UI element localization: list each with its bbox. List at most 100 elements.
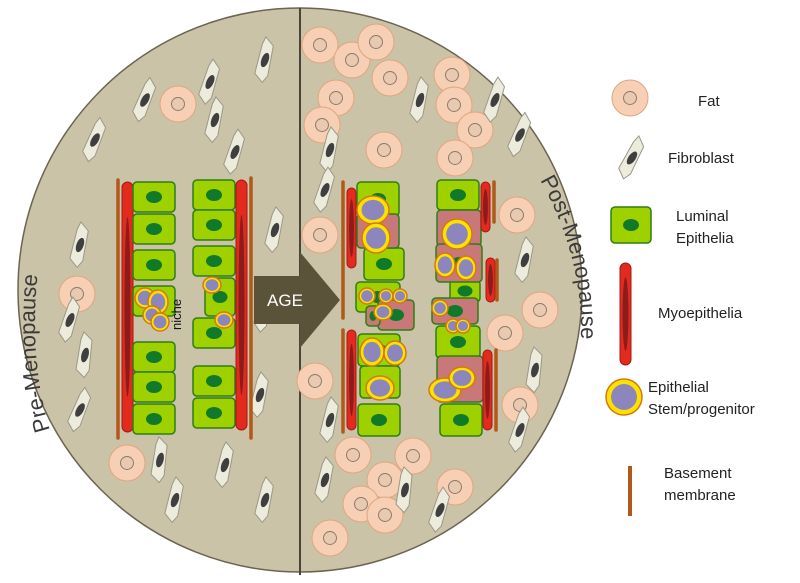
fibroblast	[67, 386, 92, 433]
stem-cell-nucleus	[376, 306, 390, 318]
legend-labels: Fat Fibroblast Luminal Epithelia Myoepit…	[648, 93, 755, 504]
luminal-cell-nucleus	[453, 414, 469, 426]
fibroblast	[483, 76, 506, 123]
fat-cell	[317, 79, 355, 117]
fibroblast-nucleus	[325, 142, 335, 158]
stem-cell-nucleus	[458, 259, 474, 277]
fibroblast-nucleus	[490, 93, 500, 107]
stem-cell-nucleus	[394, 290, 406, 302]
fat-cell-nucleus	[378, 508, 392, 522]
fibroblast-nucleus	[270, 222, 280, 238]
fat-cell	[357, 23, 395, 61]
fat-cell	[501, 386, 539, 424]
fibroblast	[75, 331, 93, 379]
fibroblast	[395, 466, 413, 514]
luminal-cell	[439, 403, 483, 437]
stem-cell-nucleus	[611, 384, 637, 410]
fibroblast	[319, 396, 339, 444]
myoepithelial-core	[238, 215, 245, 395]
luminal-cell	[610, 206, 652, 244]
luminal-cell	[192, 365, 236, 397]
luminal-cell	[132, 341, 176, 373]
fat-cell-nucleus	[448, 151, 462, 165]
stem-cell	[441, 218, 473, 250]
luminal-cell	[192, 397, 236, 429]
fat-cells	[58, 23, 559, 557]
fat-cell	[366, 496, 404, 534]
fibroblast	[69, 221, 89, 269]
fat-cell-nucleus	[313, 228, 327, 242]
stem-cell	[202, 276, 222, 294]
luminal-cell-nucleus	[450, 189, 466, 201]
stem-cell-nucleus	[446, 223, 468, 245]
stem-cell-nucleus	[447, 320, 459, 332]
fat-cell-nucleus	[533, 303, 547, 317]
legend-stem-label-2: Stem/progenitor	[648, 401, 755, 418]
age-arrow: AGE	[254, 252, 340, 348]
stem-cell	[434, 252, 456, 278]
legend-luminal-label-1: Luminal	[676, 208, 729, 225]
fat-cell-nucleus	[70, 287, 84, 301]
luminal-cell-nucleus	[206, 189, 222, 201]
fat-cell-nucleus	[354, 497, 368, 511]
fibroblast-nucleus	[325, 412, 335, 428]
fibroblast-nucleus	[515, 423, 525, 437]
luminal-cell	[132, 181, 176, 213]
luminal-cell-nucleus	[146, 259, 162, 271]
luminal-cell	[192, 245, 236, 277]
legend-basement-label-2: membrane	[664, 487, 736, 504]
stem-cell-nucleus	[361, 290, 373, 302]
luminal-cell	[449, 279, 481, 303]
fat-cell	[334, 436, 372, 474]
fat-cell-nucleus	[308, 374, 322, 388]
stem-cell-nucleus	[205, 279, 219, 291]
stem-cell	[361, 222, 391, 254]
myoepithelial-core	[485, 361, 490, 419]
stem-cell-nucleus	[434, 302, 446, 314]
fibroblast-nucleus	[515, 128, 525, 142]
age-label: AGE	[267, 291, 303, 310]
stem-cell	[455, 255, 477, 281]
legend-icons	[605, 79, 652, 516]
fat-cell	[521, 291, 559, 329]
fibroblast	[254, 476, 274, 524]
fibroblast-nucleus	[170, 492, 180, 508]
fibroblast-nucleus	[435, 503, 445, 517]
fibroblast-nucleus	[205, 75, 215, 89]
stem-cell	[356, 195, 390, 225]
stem-cell	[383, 340, 407, 366]
luminal-cell-nucleus	[457, 285, 473, 297]
fibroblast	[508, 406, 531, 453]
stem-cell	[150, 312, 170, 332]
myoepithelial-cell	[121, 181, 134, 433]
legend-fibroblast-label: Fibroblast	[668, 150, 735, 167]
luminal-cell-nucleus	[146, 351, 162, 363]
luminal-cell-nucleus	[206, 255, 222, 267]
myoepithelial-core	[349, 199, 354, 257]
stem-cell-nucleus	[365, 227, 387, 249]
legend-myoepithelia-label: Myoepithelia	[658, 305, 743, 322]
fat-cell	[366, 461, 404, 499]
luminal-cell	[132, 213, 176, 245]
fibroblast-nucleus	[65, 313, 75, 327]
fat-cell-nucleus	[378, 473, 392, 487]
legend-luminal-label-2: Epithelia	[676, 230, 734, 247]
fat-cell	[435, 86, 473, 124]
fat-cell-nucleus	[323, 531, 337, 545]
fibroblast-nucleus	[75, 237, 85, 253]
fat-cell-nucleus	[346, 448, 360, 462]
ducts	[116, 176, 499, 440]
stem-cell-nucleus	[387, 344, 403, 362]
fat-cell	[371, 59, 409, 97]
legend-stem-label-1: Epithelial	[648, 379, 709, 396]
stem-cell-nucleus	[153, 315, 167, 329]
legend-fat-label: Fat	[698, 93, 721, 110]
fat-cell	[436, 139, 474, 177]
fat-cell	[311, 519, 349, 557]
myoepithelial-core	[622, 277, 629, 351]
fibroblast-nucleus	[230, 145, 240, 159]
fibroblast	[409, 76, 429, 124]
stem-cell	[448, 366, 476, 390]
fat-cell-nucleus	[498, 326, 512, 340]
fat-cell-nucleus	[468, 123, 482, 137]
